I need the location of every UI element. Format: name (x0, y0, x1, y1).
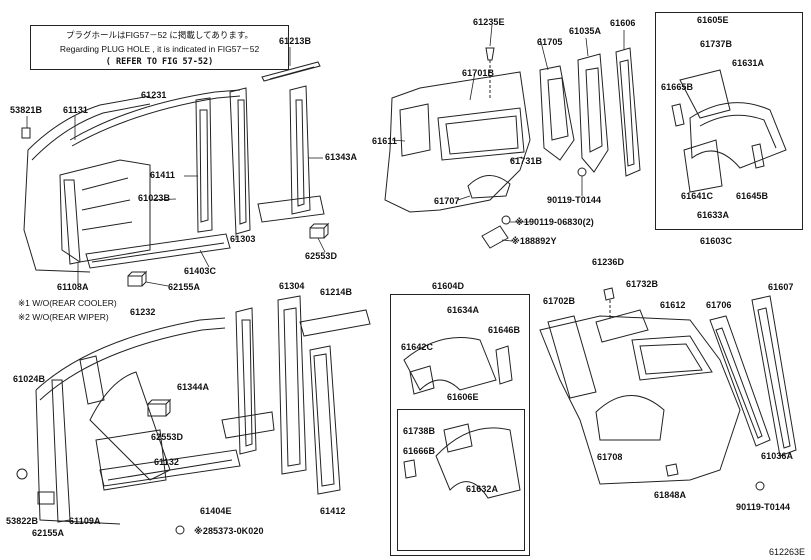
part-label-61731b[interactable]: 61731B (510, 156, 543, 166)
part-label-53821b[interactable]: 53821B (10, 105, 43, 115)
part-label-61604d[interactable]: 61604D (432, 281, 465, 291)
part-label-61343a[interactable]: 61343A (325, 152, 358, 162)
legend-rear-wiper: ※2 W/O(REAR WIPER) (18, 312, 109, 322)
front-side-frame-drawing (21, 61, 330, 287)
part-label-62155a-bottom[interactable]: 62155A (32, 528, 65, 538)
part-label-61612[interactable]: 61612 (660, 300, 686, 310)
part-label-61023b[interactable]: 61023B (138, 193, 171, 203)
part-label-61235e[interactable]: 61235E (473, 17, 505, 27)
part-label-61109a[interactable]: 61109A (69, 516, 101, 526)
part-label-61645b[interactable]: 61645B (736, 191, 769, 201)
part-label-90119-06830[interactable]: ※190119-06830(2) (515, 217, 594, 227)
part-label-61036a[interactable]: 61036A (761, 451, 794, 461)
note-line-english: Regarding PLUG HOLE , it is indicated in… (59, 44, 260, 54)
part-label-61732b[interactable]: 61732B (626, 279, 659, 289)
part-label-61738b[interactable]: 61738B (403, 426, 436, 436)
part-label-88892y[interactable]: ※188892Y (511, 236, 557, 246)
figure-reference-id: 612263E (768, 547, 805, 557)
part-label-61702b[interactable]: 61702B (543, 296, 576, 306)
side-frame-assembly-drawing (16, 295, 371, 535)
part-label-61603c[interactable]: 61603C (700, 236, 733, 246)
part-label-61633a[interactable]: 61633A (697, 210, 730, 220)
part-label-61642c[interactable]: 61642C (401, 342, 434, 352)
part-label-61108a[interactable]: 61108A (57, 282, 89, 292)
part-label-61411[interactable]: 61411 (150, 170, 176, 180)
part-label-61303[interactable]: 61303 (230, 234, 256, 244)
part-label-61213b[interactable]: 61213B (279, 36, 312, 46)
part-label-85373-0k020[interactable]: ※285373-0K020 (194, 526, 264, 536)
part-label-61737b[interactable]: 61737B (700, 39, 733, 49)
part-label-61848a[interactable]: 61848A (654, 490, 687, 500)
part-label-61646b[interactable]: 61646B (488, 325, 521, 335)
leader-lines (26, 24, 625, 287)
part-label-61131[interactable]: 61131 (63, 105, 89, 115)
part-label-53822b[interactable]: 53822B (6, 516, 39, 526)
part-label-61641c[interactable]: 61641C (681, 191, 714, 201)
part-label-61232[interactable]: 61232 (130, 307, 156, 317)
part-label-61707[interactable]: 61707 (434, 196, 460, 206)
quarter-panel-drawing (384, 47, 641, 249)
part-label-61304[interactable]: 61304 (279, 281, 305, 291)
part-label-62155a-top[interactable]: 62155A (168, 282, 201, 292)
part-label-61024b[interactable]: 61024B (13, 374, 46, 384)
part-label-61344a[interactable]: 61344A (177, 382, 210, 392)
part-label-61231[interactable]: 61231 (141, 90, 167, 100)
group-box-61606e (397, 409, 525, 551)
part-label-61412[interactable]: 61412 (320, 506, 346, 516)
part-label-62553d-top[interactable]: 62553D (305, 251, 338, 261)
note-line-refer: ( REFER TO FIG 57-52) (105, 57, 214, 67)
plug-hole-note: プラグホールはFIG57－52 に掲載してあります。 Regarding PLU… (30, 25, 289, 70)
part-label-61666b[interactable]: 61666B (403, 446, 436, 456)
group-box-61604d (390, 294, 530, 556)
note-line-japanese: プラグホールはFIG57－52 に掲載してあります。 (65, 30, 254, 40)
wheelhouse-inner-box-drawing (403, 337, 521, 499)
part-label-61634a[interactable]: 61634A (447, 305, 480, 315)
legend-rear-cooler: ※1 W/O(REAR COOLER) (18, 298, 117, 308)
part-label-61403c[interactable]: 61403C (184, 266, 217, 276)
part-label-61035a[interactable]: 61035A (569, 26, 602, 36)
group-box-61603c (655, 12, 803, 230)
part-label-90119-t0144-top[interactable]: 90119-T0144 (547, 195, 602, 205)
part-label-61605e[interactable]: 61605E (697, 15, 729, 25)
part-label-61606[interactable]: 61606 (610, 18, 636, 28)
part-label-61701b[interactable]: 61701B (462, 68, 495, 78)
part-label-61708[interactable]: 61708 (597, 452, 623, 462)
part-label-61236d[interactable]: 61236D (592, 257, 625, 267)
part-label-90119-t0144-bottom[interactable]: 90119-T0144 (736, 502, 791, 512)
part-label-61611[interactable]: 61611 (372, 136, 398, 146)
part-label-61404e[interactable]: 61404E (200, 506, 232, 516)
part-label-61606e[interactable]: 61606E (447, 392, 479, 402)
wheelhouse-box-drawing (671, 69, 787, 193)
part-label-61607[interactable]: 61607 (768, 282, 794, 292)
part-label-61632a[interactable]: 61632A (466, 484, 499, 494)
rear-quarter-drawing (539, 287, 797, 491)
part-label-61214b[interactable]: 61214B (320, 287, 353, 297)
part-label-61705[interactable]: 61705 (537, 37, 563, 47)
part-label-61665b[interactable]: 61665B (661, 82, 694, 92)
part-label-61132[interactable]: 61132 (154, 457, 180, 467)
part-label-62553d-bottom[interactable]: 62553D (151, 432, 184, 442)
part-label-61631a[interactable]: 61631A (732, 58, 765, 68)
part-label-61706[interactable]: 61706 (706, 300, 732, 310)
